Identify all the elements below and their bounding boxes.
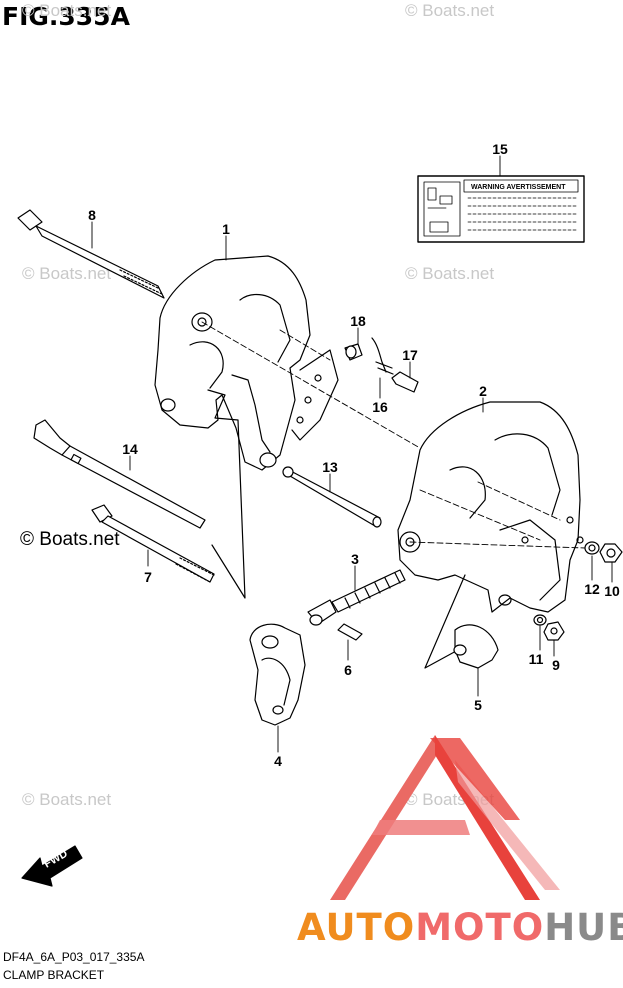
bolt-8[interactable] xyxy=(17,209,165,299)
nut-9[interactable] xyxy=(543,621,565,641)
warning-label-15[interactable] xyxy=(417,175,585,243)
thrust-pad-5[interactable] xyxy=(453,624,499,669)
callout-18: 18 xyxy=(350,313,366,329)
washer-11[interactable] xyxy=(533,614,547,626)
pipe-13[interactable] xyxy=(282,466,382,528)
callout-11: 11 xyxy=(529,651,544,667)
callout-14: 14 xyxy=(122,441,138,457)
brand-part-moto: MOTO xyxy=(415,906,545,949)
brand-part-auto: AUTO xyxy=(297,906,416,949)
watermark: © Boats.net xyxy=(405,1,495,20)
figure-name: CLAMP BRACKET xyxy=(3,968,105,982)
bushing-18[interactable] xyxy=(344,343,363,361)
clamp-bracket-2[interactable] xyxy=(397,401,584,613)
callout-8: 8 xyxy=(88,207,96,223)
callout-9: 9 xyxy=(552,657,560,673)
assembly-guide-line xyxy=(207,389,246,599)
callout-13: 13 xyxy=(322,459,338,475)
figure-code: DF4A_6A_P03_017_335A xyxy=(3,950,145,964)
watermark: © Boats.net xyxy=(22,790,112,809)
spring-16[interactable] xyxy=(371,337,394,375)
brand-part-hub: HUB xyxy=(544,906,623,949)
callout-16: 16 xyxy=(372,399,388,415)
assembly-guide-line xyxy=(424,574,466,669)
callout-12: 12 xyxy=(584,581,600,597)
warning-label-text: WARNING AVERTISSEMENT xyxy=(471,184,566,191)
screw-3[interactable] xyxy=(307,569,406,626)
callout-2: 2 xyxy=(479,383,487,399)
pin-14[interactable] xyxy=(33,419,206,529)
callout-15: 15 xyxy=(492,141,508,157)
nut-10[interactable] xyxy=(599,543,623,563)
callout-1: 1 xyxy=(222,221,230,237)
callout-5: 5 xyxy=(474,697,482,713)
clamp-bracket-1[interactable] xyxy=(154,255,339,471)
fwd-arrow-icon xyxy=(21,845,83,887)
handle-4[interactable] xyxy=(249,623,306,726)
watermark: © Boats.net xyxy=(22,264,112,283)
watermark: © Boats.net xyxy=(405,264,495,283)
callout-6: 6 xyxy=(344,662,352,678)
callout-17: 17 xyxy=(402,347,418,363)
callout-7: 7 xyxy=(144,569,152,585)
callout-10: 10 xyxy=(604,583,620,599)
washer-12[interactable] xyxy=(584,541,600,555)
callout-3: 3 xyxy=(351,551,359,567)
watermark-dark: © Boats.net xyxy=(20,529,120,550)
bolt-17[interactable] xyxy=(391,371,419,393)
callout-4: 4 xyxy=(274,753,282,769)
brand-wordmark: AUTOMOTOHUB xyxy=(297,906,623,949)
leader-lines xyxy=(91,155,613,753)
bolt-7[interactable] xyxy=(91,504,215,583)
figure-title: FIG.335A xyxy=(2,2,130,31)
watermark: © Boats.net xyxy=(22,1,112,20)
brand-triangle-logo xyxy=(330,735,560,900)
pin-6[interactable] xyxy=(337,623,363,641)
